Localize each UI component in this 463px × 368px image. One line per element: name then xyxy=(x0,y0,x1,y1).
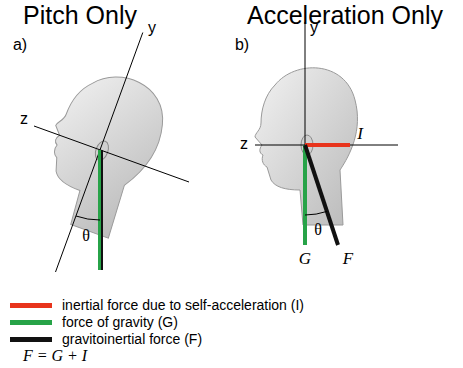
axis-label: y xyxy=(310,19,318,37)
axis-label: z xyxy=(20,110,28,128)
z-axis xyxy=(255,145,398,146)
vector-label: F xyxy=(343,250,353,269)
angle-label: θ xyxy=(314,221,322,239)
legend-swatch xyxy=(10,337,52,342)
angle-label: θ xyxy=(82,227,90,245)
panel-title: Acceleration Only xyxy=(247,2,443,30)
gravitoinertial-vector xyxy=(101,150,103,270)
legend-entry: inertial force due to self-acceleration … xyxy=(10,297,304,313)
inertial-vector xyxy=(305,143,350,147)
gravity-vector xyxy=(98,150,102,270)
legend-swatch xyxy=(10,303,52,308)
panel-letter: a) xyxy=(13,36,27,54)
legend-entry: gravitoinertial force (F) xyxy=(10,331,202,347)
legend-text: gravitoinertial force (F) xyxy=(62,331,202,347)
axis-label: z xyxy=(240,135,248,153)
legend-entry: force of gravity (G) xyxy=(10,314,178,330)
legend-swatch xyxy=(10,320,52,325)
axis-label: y xyxy=(148,19,156,37)
y-axis xyxy=(305,22,306,145)
equation: F = G + I xyxy=(23,347,87,365)
legend-text: force of gravity (G) xyxy=(62,314,178,330)
panel-letter: b) xyxy=(235,36,249,54)
angle-arc xyxy=(305,211,327,215)
panel-title: Pitch Only xyxy=(23,2,137,30)
legend-text: inertial force due to self-acceleration … xyxy=(62,297,304,313)
y-axis xyxy=(56,33,143,273)
z-axis xyxy=(34,126,189,182)
vector-label: G xyxy=(299,250,311,269)
gravitoinertial-vector xyxy=(305,145,338,245)
angle-arc xyxy=(76,216,100,220)
vector-label: I xyxy=(357,125,363,144)
gravity-vector xyxy=(303,145,307,245)
